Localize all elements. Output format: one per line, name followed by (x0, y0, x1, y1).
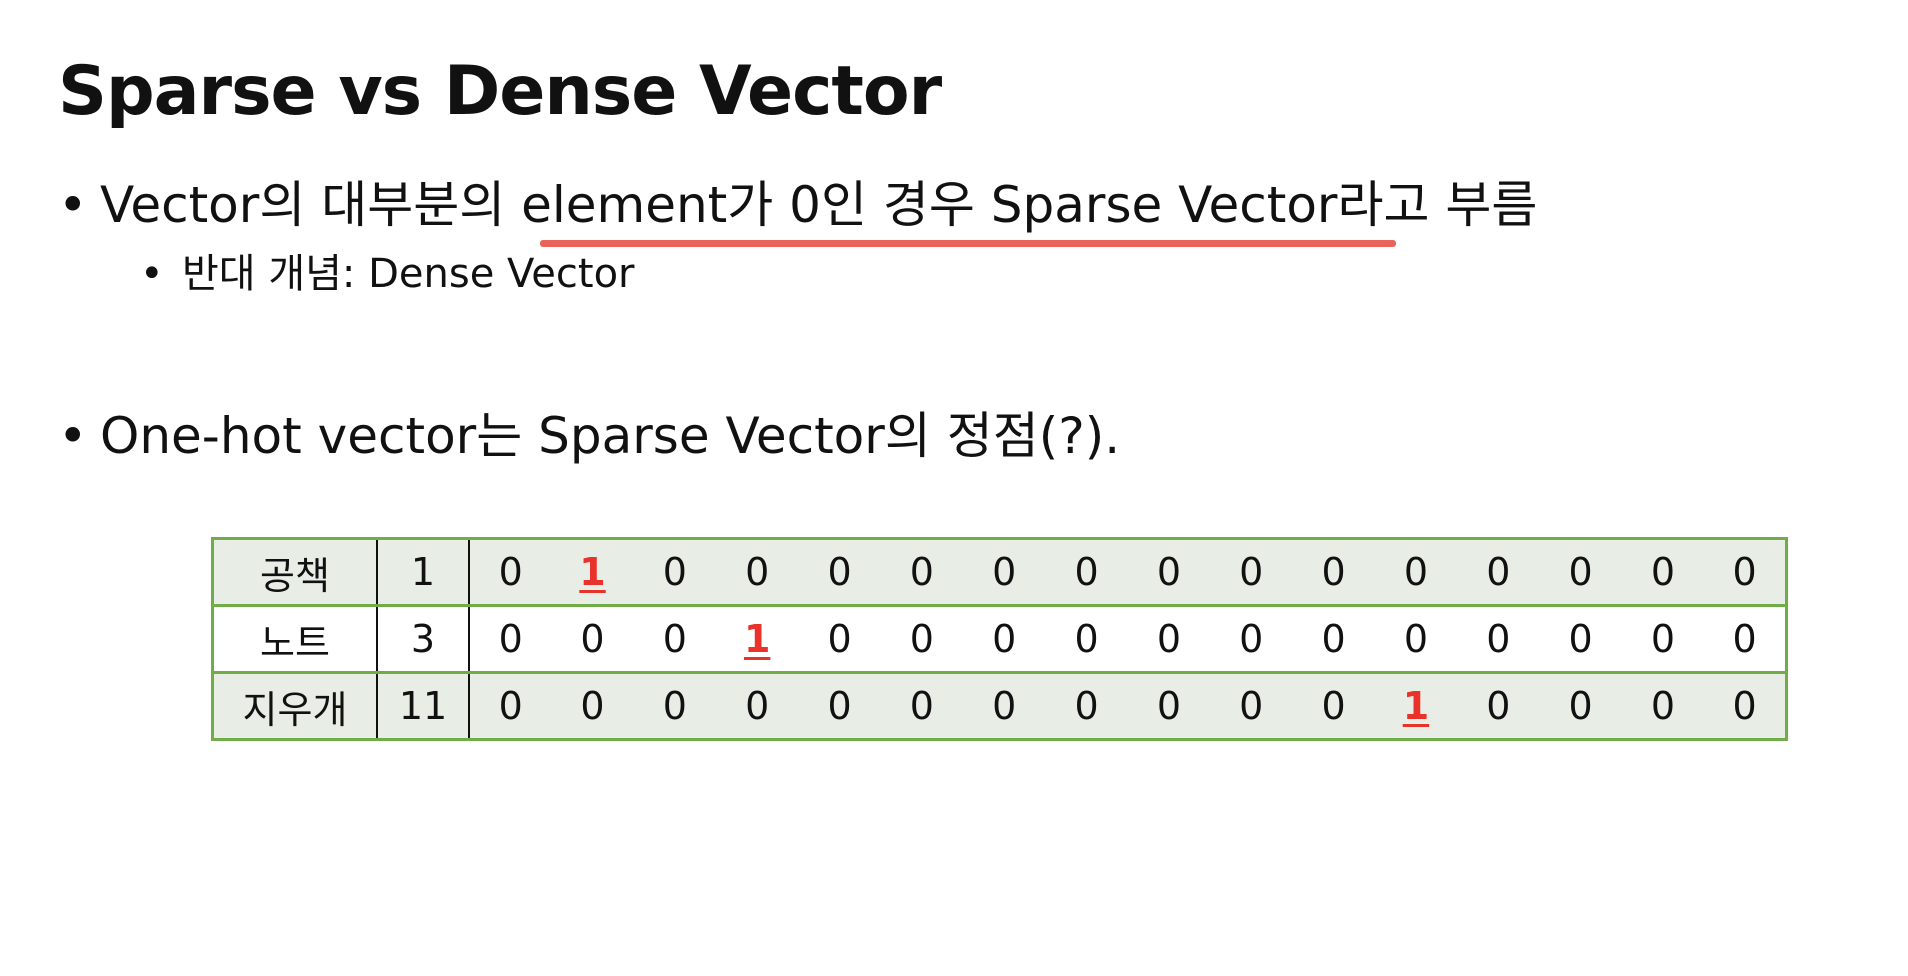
word-cell: 노트 (212, 605, 378, 673)
value-cell: 0 (1621, 672, 1705, 740)
hot-value-cell: 1 (551, 538, 634, 606)
value-cell: 0 (1210, 538, 1293, 606)
value-cell: 0 (1539, 605, 1622, 673)
value-cell: 0 (1127, 538, 1211, 606)
value-cell: 0 (1539, 672, 1622, 740)
value-cell: 0 (1704, 538, 1787, 606)
value-cell: 0 (551, 672, 634, 740)
value-cell: 0 (1621, 538, 1705, 606)
value-cell: 0 (1457, 605, 1540, 673)
value-cell: 0 (633, 672, 717, 740)
value-cell: 0 (880, 605, 964, 673)
value-cell: 0 (1374, 605, 1458, 673)
value-cell: 0 (1127, 605, 1211, 673)
value-cell: 0 (1045, 605, 1128, 673)
hot-value-cell: 1 (716, 605, 799, 673)
bullet-text: One-hot vector는 Sparse Vector의 정점(?). (100, 407, 1121, 465)
value-cell: 0 (716, 538, 799, 606)
value-cell: 0 (716, 672, 799, 740)
value-cell: 0 (1127, 672, 1211, 740)
value-cell: 0 (1210, 672, 1293, 740)
value-cell: 0 (469, 672, 552, 740)
value-cell: 0 (798, 605, 881, 673)
bullet-dot: • (58, 176, 88, 234)
value-cell: 0 (880, 672, 964, 740)
index-cell: 11 (377, 672, 470, 740)
value-cell: 0 (963, 672, 1046, 740)
word-cell: 공책 (212, 538, 378, 606)
value-cell: 0 (798, 672, 881, 740)
value-cell: 0 (633, 605, 717, 673)
index-cell: 1 (377, 538, 470, 606)
value-cell: 0 (1045, 672, 1128, 740)
sub-bullet-text: 반대 개념: Dense Vector (182, 251, 635, 297)
value-cell: 0 (1210, 605, 1293, 673)
value-cell: 0 (469, 605, 552, 673)
value-cell: 0 (1292, 605, 1375, 673)
value-cell: 0 (1045, 538, 1128, 606)
value-cell: 0 (880, 538, 964, 606)
value-cell: 0 (1292, 538, 1375, 606)
value-cell: 0 (633, 538, 717, 606)
bullet-dot: • (58, 407, 88, 465)
bullet-dot: • (140, 251, 164, 297)
value-cell: 0 (469, 538, 552, 606)
value-cell: 0 (1621, 605, 1705, 673)
bullet-text: Vector의 대부분의 element가 0인 경우 Sparse Vecto… (100, 176, 1538, 234)
value-cell: 0 (1374, 538, 1458, 606)
value-cell: 0 (551, 605, 634, 673)
slide-title: Sparse vs Dense Vector (58, 52, 942, 131)
value-cell: 0 (1539, 538, 1622, 606)
highlight-underline (540, 240, 1396, 247)
value-cell: 0 (1457, 672, 1540, 740)
value-cell: 0 (1457, 538, 1540, 606)
index-cell: 3 (377, 605, 470, 673)
value-cell: 0 (963, 605, 1046, 673)
word-cell: 지우개 (212, 672, 378, 740)
value-cell: 0 (1704, 605, 1787, 673)
value-cell: 0 (798, 538, 881, 606)
value-cell: 0 (1704, 672, 1787, 740)
value-cell: 0 (963, 538, 1046, 606)
value-cell: 0 (1292, 672, 1375, 740)
hot-value-cell: 1 (1374, 672, 1458, 740)
